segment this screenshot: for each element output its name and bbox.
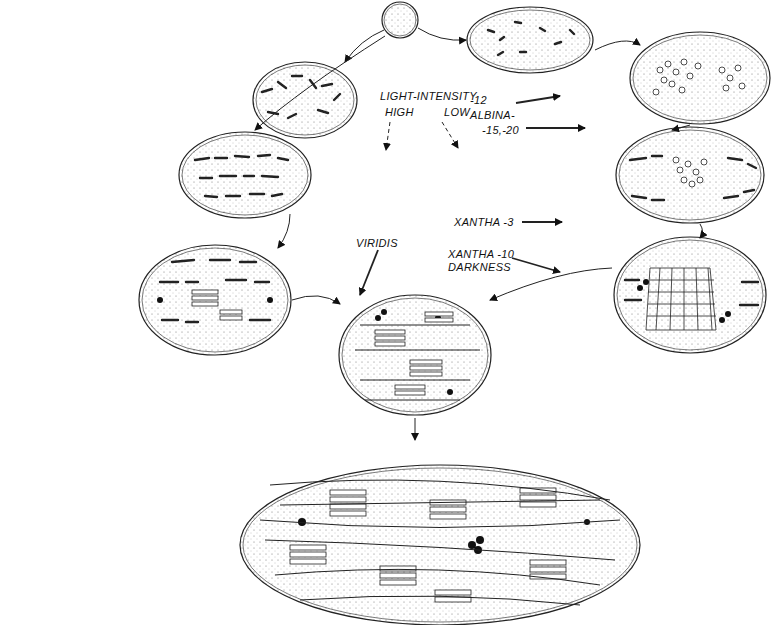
- figure-label: ALBINA-: [470, 109, 515, 122]
- figure-label: HIGH: [385, 106, 414, 119]
- figure-label: XANTHA -3: [454, 216, 514, 229]
- figure-label: LIGHT-INTENSITY: [380, 90, 477, 103]
- figure-label: -15,-20: [482, 124, 519, 137]
- figure-label: LOW: [444, 106, 470, 119]
- figure-label: DARKNESS: [448, 261, 511, 274]
- figure-label: VIRIDIS: [356, 237, 398, 250]
- figure-label: -12: [470, 94, 487, 107]
- figure-label: XANTHA -10: [448, 248, 514, 261]
